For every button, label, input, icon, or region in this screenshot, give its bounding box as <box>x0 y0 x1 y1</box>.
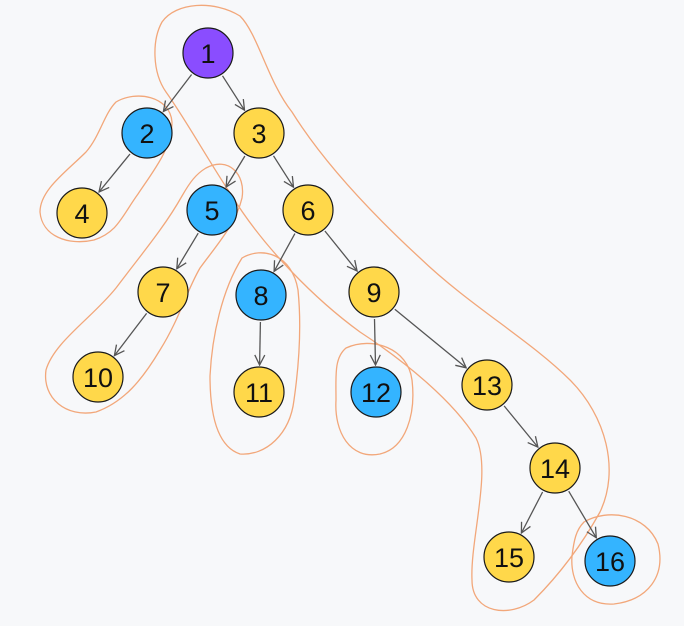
node-label-6: 6 <box>300 196 315 226</box>
node-circle-9 <box>348 266 400 318</box>
node-circle-7 <box>137 266 189 318</box>
node-label-8: 8 <box>253 281 268 311</box>
node-12: 12 <box>350 366 402 418</box>
chain-outlines <box>39 4 661 612</box>
node-4: 4 <box>56 187 108 239</box>
node-circle-8 <box>235 269 287 321</box>
node-16: 16 <box>584 535 636 587</box>
node-circle-6 <box>282 184 334 236</box>
edge-9-12 <box>375 318 376 365</box>
edge-14-16 <box>568 490 597 538</box>
node-circle-5 <box>186 184 238 236</box>
edge-2-4 <box>99 153 131 192</box>
node-9: 9 <box>348 266 400 318</box>
node-label-7: 7 <box>155 278 170 308</box>
node-circle-13 <box>461 359 513 411</box>
node-circle-11 <box>233 366 285 418</box>
edge-6-9 <box>324 230 357 271</box>
node-label-3: 3 <box>251 119 266 149</box>
node-circle-15 <box>483 531 535 583</box>
node-label-9: 9 <box>366 278 381 308</box>
node-circle-4 <box>56 187 108 239</box>
node-1: 1 <box>182 27 234 79</box>
edge-8-11 <box>260 321 261 365</box>
edge-1-2 <box>163 74 193 112</box>
node-10: 10 <box>72 351 124 403</box>
node-label-5: 5 <box>204 196 219 226</box>
node-label-4: 4 <box>74 199 89 229</box>
edge-14-15 <box>521 491 544 533</box>
chain-outline-4 <box>209 252 301 455</box>
node-label-11: 11 <box>245 378 273 408</box>
node-circle-3 <box>233 107 285 159</box>
edge-3-6 <box>272 155 294 187</box>
node-circle-16 <box>584 535 636 587</box>
node-13: 13 <box>461 359 513 411</box>
node-label-13: 13 <box>472 371 502 401</box>
node-circle-10 <box>72 351 124 403</box>
edge-7-10 <box>114 313 148 355</box>
edge-13-14 <box>503 405 538 447</box>
node-8: 8 <box>235 269 287 321</box>
node-label-1: 1 <box>200 39 215 69</box>
node-label-12: 12 <box>361 378 391 408</box>
edge-3-5 <box>226 155 246 187</box>
chain-outline-1 <box>154 4 610 612</box>
node-circle-1 <box>182 27 234 79</box>
node-circle-2 <box>121 107 173 159</box>
tree-edges <box>99 74 597 538</box>
node-6: 6 <box>282 184 334 236</box>
node-label-2: 2 <box>139 119 154 149</box>
edge-6-8 <box>274 233 296 272</box>
chain-outline-2 <box>39 95 173 243</box>
node-label-10: 10 <box>83 363 113 393</box>
edge-9-13 <box>394 308 466 368</box>
edge-1-3 <box>221 75 245 110</box>
node-11: 11 <box>233 366 285 418</box>
edge-5-7 <box>177 232 199 269</box>
node-3: 3 <box>233 107 285 159</box>
node-circle-12 <box>350 366 402 418</box>
node-label-14: 14 <box>540 454 570 484</box>
node-label-15: 15 <box>494 543 524 573</box>
node-5: 5 <box>186 184 238 236</box>
node-2: 2 <box>121 107 173 159</box>
node-14: 14 <box>529 442 581 494</box>
chain-outline-5 <box>335 342 414 456</box>
node-15: 15 <box>483 531 535 583</box>
node-label-16: 16 <box>595 547 625 577</box>
node-7: 7 <box>137 266 189 318</box>
chain-outline-6 <box>571 514 661 605</box>
node-circle-14 <box>529 442 581 494</box>
